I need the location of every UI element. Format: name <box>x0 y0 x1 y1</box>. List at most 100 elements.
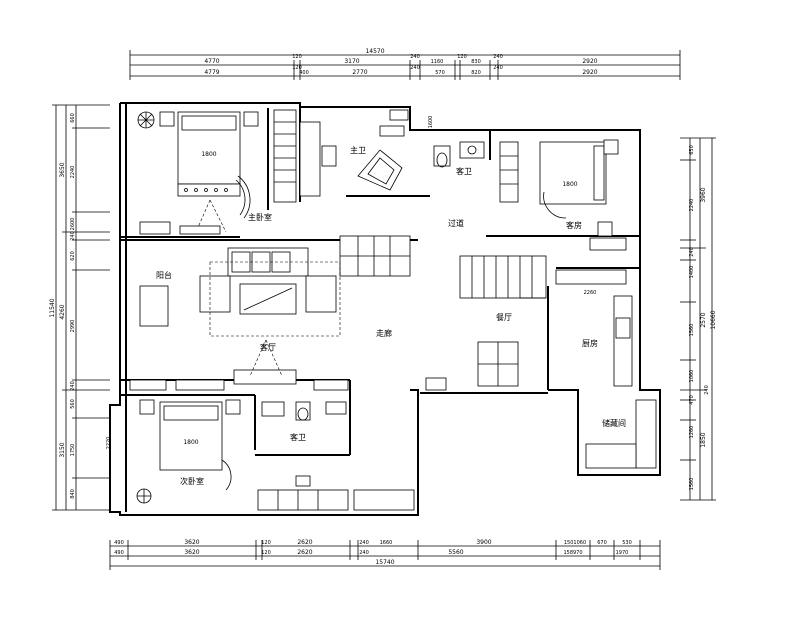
guest-bath-top: 客卫 1600 <box>428 116 485 176</box>
dining: 餐厅 <box>477 313 519 387</box>
dim-top-r1: 120 <box>457 54 467 60</box>
dim-left-inner: 2600 <box>70 218 76 231</box>
dim-left-inner: 2240 <box>70 166 76 179</box>
dim-bottom-r1: 2620 <box>297 539 312 546</box>
dim-right-inner: 240 <box>689 247 695 257</box>
sink-icon <box>615 317 631 339</box>
dim-right-inner: 1260 <box>689 426 695 439</box>
lounge-chair-icon <box>139 285 169 327</box>
toilet-icon <box>295 401 311 421</box>
dim-bottom-r1: 3900 <box>476 539 491 546</box>
dim-bottom-r1: 1660 <box>380 540 393 546</box>
dim-right-inner: 1400 <box>689 266 695 279</box>
dim-left-inner: 2990 <box>70 320 76 333</box>
bottom-dimensions: 490 3620 120 2620 240 1660 3900 1501060 … <box>109 539 661 570</box>
dim-right-total: 10660 <box>710 310 717 329</box>
dim-top-r2: 120 <box>292 65 302 71</box>
dim-top-r2: 2770 <box>352 69 367 76</box>
dim-top-r2: 570 <box>435 70 445 76</box>
window-dim: 1600 <box>428 116 434 129</box>
dim-top-r1: 2920 <box>582 58 597 65</box>
dim-bottom-r2: 240 <box>359 550 369 556</box>
dim-top-r1: 120 <box>292 54 302 60</box>
dim-bottom-r2: 1970 <box>616 550 629 556</box>
storage: 储藏间 <box>585 399 657 469</box>
dim-left-inner: 560 <box>70 399 76 409</box>
dim-bottom-r2: 2620 <box>297 549 312 556</box>
dim-right-inner: 470 <box>689 395 695 405</box>
bed-size: 1800 <box>201 151 216 158</box>
dim-top-r2: 240 <box>410 65 420 71</box>
dim-left-inner: 1750 <box>70 444 76 457</box>
window-dim: 2220 <box>106 437 112 450</box>
room-second-bedroom: 次卧室 <box>180 476 204 486</box>
bathtub-icon <box>357 149 403 191</box>
room-guest-room: 客房 <box>566 220 582 230</box>
dim-right-mid: 3960 <box>700 187 707 202</box>
dim-left-inner: 240 <box>70 231 76 241</box>
room-dining: 餐厅 <box>496 313 512 322</box>
dim-top-r1: 240 <box>410 54 420 60</box>
dim-bottom-r1: 3620 <box>184 539 199 546</box>
dim-right-inner: 650 <box>689 145 695 155</box>
dim-bottom-r1: 1501060 <box>564 540 586 546</box>
room-living-room: 客厅 <box>260 342 276 352</box>
dim-top-r1: 240 <box>493 54 503 60</box>
room-guest-bath-bottom: 客卫 <box>290 432 306 442</box>
dim-top-r1: 1160 <box>431 59 444 65</box>
kitchen: 2260 厨房 <box>555 269 633 387</box>
room-guest-bath-top: 客卫 <box>456 166 472 176</box>
dim-bottom-r1: 670 <box>597 540 607 546</box>
second-bedroom: 1800 次卧室 <box>136 399 415 511</box>
dim-top-r2: 4779 <box>204 69 219 76</box>
dim-bottom-r1: 240 <box>359 540 369 546</box>
dim-right-inner: 1060 <box>689 370 695 383</box>
bed-size: 1800 <box>183 439 198 446</box>
room-hallway: 过道 <box>448 218 464 228</box>
dim-right-inner: 1560 <box>689 324 695 337</box>
dim-left-mid: 4260 <box>59 304 66 319</box>
kitchen-dim: 2260 <box>584 290 597 296</box>
walls <box>109 102 661 516</box>
dim-left-mid: 3150 <box>59 442 66 457</box>
dim-bottom-r2: 3620 <box>184 549 199 556</box>
dim-bottom-r1: 530 <box>622 540 632 546</box>
living-area: 阳台 客厅 <box>139 235 411 385</box>
toilet-icon <box>433 145 451 167</box>
dim-bottom-r2: 158970 <box>563 550 582 556</box>
dim-left-inner: 240 <box>70 381 76 391</box>
room-storage: 储藏间 <box>602 418 626 428</box>
dim-right-mid: 1850 <box>700 432 707 447</box>
sink-icon <box>261 401 285 417</box>
room-balcony: 阳台 <box>156 270 172 280</box>
bed-size: 1800 <box>562 181 577 188</box>
sink-icon <box>459 141 485 159</box>
guest-bath-bottom: 客卫 <box>261 401 347 442</box>
dim-right-inner: 240 <box>704 385 710 395</box>
plant-icon <box>136 488 152 504</box>
dim-bottom-total: 15740 <box>375 559 394 566</box>
dim-top-r2: 820 <box>471 70 481 76</box>
plant-icon <box>137 111 155 129</box>
dim-left-total: 11540 <box>49 298 56 317</box>
dim-right-inner: 2240 <box>689 199 695 212</box>
master-bedroom: 1800 主卧室 <box>137 111 272 235</box>
room-master-bath: 主卫 <box>350 145 366 155</box>
coffee-table-icon <box>239 283 297 315</box>
dim-top-r1: 830 <box>471 59 481 65</box>
dim-top-r2: 2920 <box>582 69 597 76</box>
dim-bottom-r1: 490 <box>114 540 124 546</box>
dim-left-inner: 840 <box>70 489 76 499</box>
dim-bottom-r1: 120 <box>261 540 271 546</box>
dim-left-inner: 620 <box>70 251 76 261</box>
dim-left-mid: 3650 <box>59 162 66 177</box>
guest-room: 1800 客房 <box>499 139 627 251</box>
dim-bottom-r2: 490 <box>114 550 124 556</box>
right-dimensions: 10660 3960 2570 1850 650 2240 240 1400 1… <box>680 137 717 501</box>
dim-top-r1: 4770 <box>204 58 219 65</box>
dim-top-r1: 3170 <box>344 58 359 65</box>
master-bath: 主卫 <box>350 109 409 191</box>
dim-top-total: 14570 <box>365 48 384 55</box>
room-corridor: 走廊 <box>376 328 392 338</box>
